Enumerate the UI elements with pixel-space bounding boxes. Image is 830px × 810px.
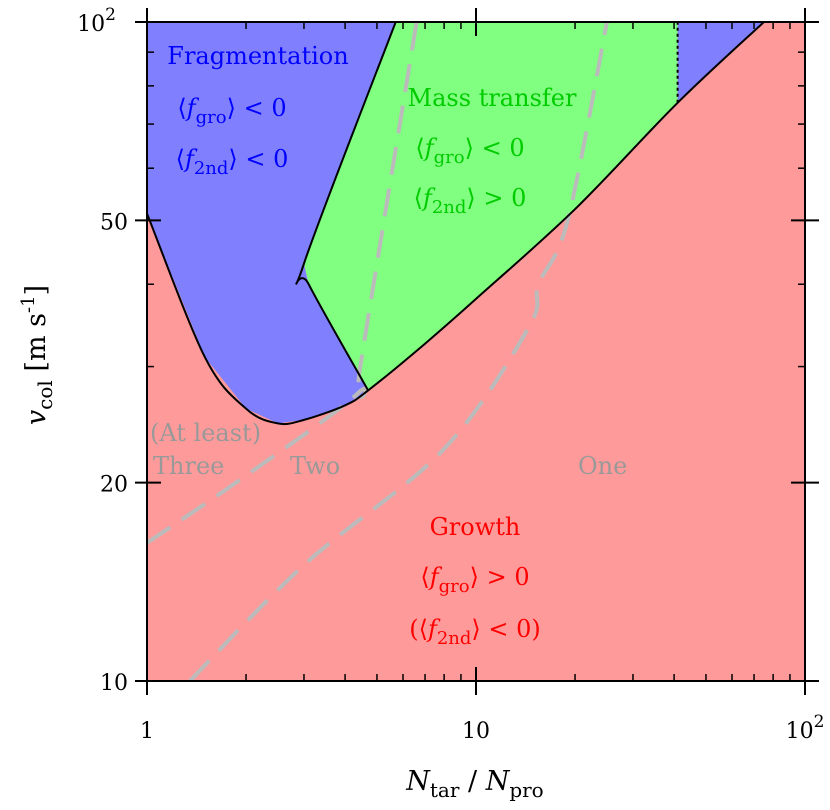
x-tick-label-exp-2: 2 <box>814 712 825 732</box>
growth-fgro-op: > 0 <box>479 563 530 591</box>
dashed-curve-2 <box>188 21 609 683</box>
x-tick-label-base-1: 10 <box>462 719 490 744</box>
y-tick-label-base-1: 20 <box>100 473 128 498</box>
mt-fgro-op: < 0 <box>474 134 525 162</box>
label-mt-f2nd: ⟨f2nd⟩ > 0 <box>414 184 527 218</box>
mt-f2nd-op: > 0 <box>476 184 527 212</box>
growth-f2nd-op: < 0) <box>481 615 541 643</box>
y-label-exp: -1 <box>18 295 39 313</box>
x-tick-label-base-0: 1 <box>140 719 154 744</box>
x-tick-label-base-2: 10 <box>786 719 814 744</box>
y-label-unit: [m s <box>21 313 52 380</box>
mt-f2nd-open: ⟨ <box>414 184 423 212</box>
y-tick-label-base-3: 10 <box>77 12 105 37</box>
y-tick-label-base-2: 50 <box>100 210 128 235</box>
label-three: Three <box>153 452 224 480</box>
label-growth-f2nd: (⟨f2nd⟩ < 0) <box>409 615 541 649</box>
y-tick-label-3: 102 <box>77 5 116 37</box>
x-label-sep: / <box>459 766 485 797</box>
mt-f2nd-close: ⟩ <box>466 184 475 212</box>
label-two: Two <box>290 452 340 480</box>
label-one: One <box>578 452 627 480</box>
growth-fgro-open: ⟨ <box>420 563 429 591</box>
x-tick-label-1: 10 <box>462 719 490 744</box>
x-tick-label-0: 1 <box>140 719 154 744</box>
y-label-sub: col <box>33 380 57 410</box>
growth-fgro-sub: gro <box>439 576 470 597</box>
mt-fgro-sub: gro <box>434 147 465 168</box>
frag-fgro-close: ⟩ <box>227 94 236 122</box>
growth-f2nd-close: ⟩ <box>471 615 480 643</box>
y-label-close: ] <box>21 285 52 296</box>
growth-f2nd-open: ⟨ <box>419 615 428 643</box>
x-label-n1: N <box>405 766 431 797</box>
label-growth-fgro: ⟨fgro⟩ > 0 <box>420 563 529 597</box>
mt-fgro-close: ⟩ <box>465 134 474 162</box>
y-tick-label-1: 20 <box>100 473 128 498</box>
mt-f2nd-sub: 2nd <box>432 197 467 218</box>
growth-f2nd-sub: 2nd <box>437 628 472 649</box>
label-mt-fgro: ⟨fgro⟩ < 0 <box>415 134 524 168</box>
x-axis-label: Ntar / Npro <box>405 766 543 802</box>
frag-fgro-sub: gro <box>196 107 227 128</box>
mt-fgro-open: ⟨ <box>415 134 424 162</box>
x-label-sub2: pro <box>509 778 543 802</box>
growth-f2nd-pre: ( <box>409 615 418 643</box>
y-label-v: v <box>21 410 52 425</box>
y-axis-label: vcol [m s-1] <box>18 285 57 425</box>
label-growth: Growth <box>430 513 521 541</box>
frag-fgro-op: < 0 <box>236 94 287 122</box>
dashed-curve-1 <box>145 21 419 545</box>
label-mass-transfer: Mass transfer <box>408 84 577 112</box>
y-tick-label-exp-3: 2 <box>105 5 116 25</box>
frag-f2nd-close: ⟩ <box>228 145 237 173</box>
x-label-n2: N <box>485 766 511 797</box>
x-tick-label-2: 102 <box>786 712 825 744</box>
frag-fgro-open: ⟨ <box>177 94 186 122</box>
frag-f2nd-open: ⟨ <box>176 145 185 173</box>
y-tick-label-0: 10 <box>100 671 128 696</box>
label-at-least: (At least) <box>150 419 261 447</box>
frag-f2nd-op: < 0 <box>238 145 289 173</box>
frag-f2nd-sub: 2nd <box>194 158 229 179</box>
growth-fgro-close: ⟩ <box>470 563 479 591</box>
y-tick-label-2: 50 <box>100 210 128 235</box>
boundary-line-growth <box>146 21 765 426</box>
x-label-sub1: tar <box>430 778 460 802</box>
region-fragmentation <box>147 22 396 424</box>
lines-layer <box>145 21 765 683</box>
region-mass-transfer <box>304 22 678 391</box>
plot-frame <box>146 21 806 682</box>
y-tick-label-base-0: 10 <box>100 671 128 696</box>
boundary-line-frag-mt <box>295 21 397 391</box>
label-fragmentation: Fragmentation <box>167 42 348 70</box>
label-frag-f2nd: ⟨f2nd⟩ < 0 <box>176 145 289 179</box>
